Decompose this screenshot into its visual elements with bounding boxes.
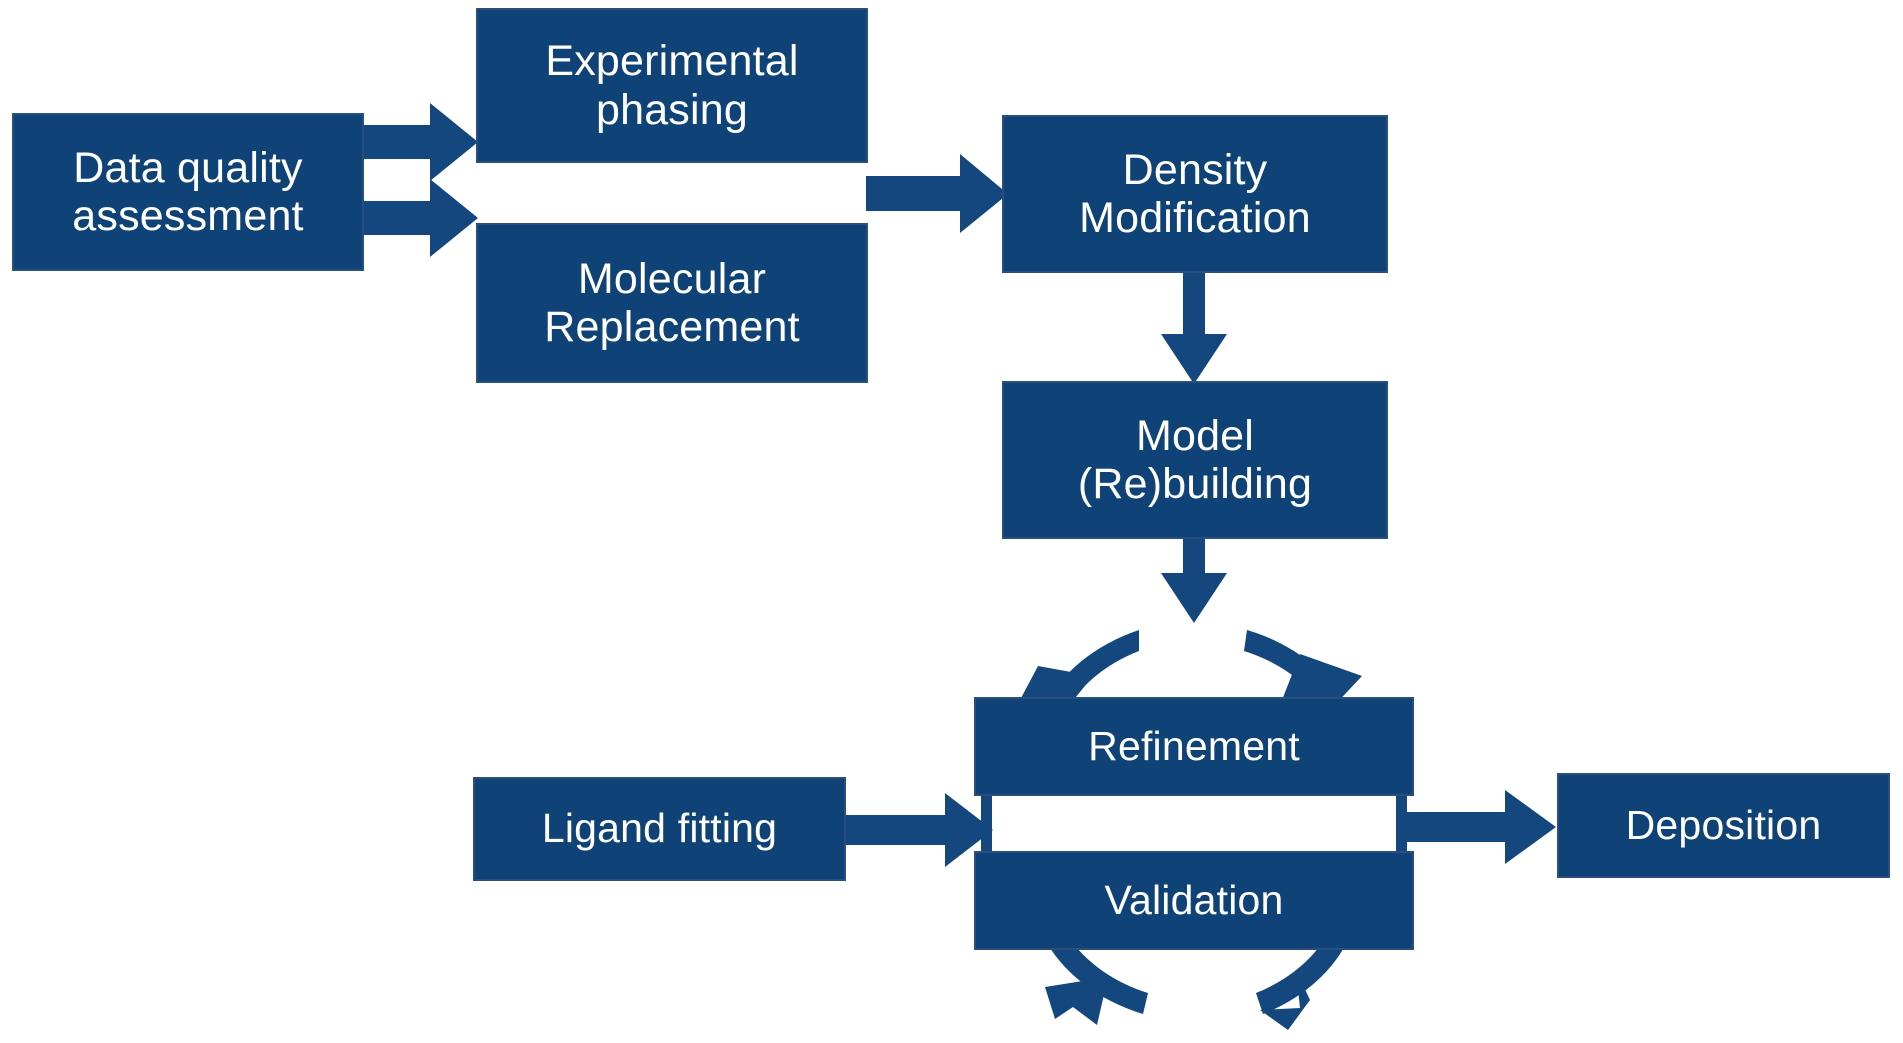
cycle-arrowhead-bottom-right [1260, 970, 1310, 1030]
cycle-ring-left-side [981, 795, 992, 855]
node-ligand-fitting[interactable]: Ligand fitting [473, 777, 846, 881]
node-data-quality-assessment[interactable]: Data quality assessment [12, 113, 364, 271]
node-molecular-replacement[interactable]: Molecular Replacement [476, 223, 868, 383]
node-experimental-phasing[interactable]: Experimental phasing [476, 8, 868, 163]
arrow-ligand-to-refinement [845, 793, 993, 867]
arrow-phasing-to-density [866, 154, 1008, 233]
cycle-arrowhead-bottom-left [1045, 977, 1108, 1025]
node-validation[interactable]: Validation [974, 851, 1414, 950]
node-density-modification[interactable]: Density Modification [1002, 115, 1388, 273]
arrow-model-to-refinement [1161, 538, 1227, 623]
node-refinement[interactable]: Refinement [974, 697, 1414, 796]
cycle-ring-right-side [1396, 795, 1407, 855]
node-model-rebuilding[interactable]: Model (Re)building [1002, 381, 1388, 539]
arrow-validation-to-deposition [1400, 790, 1556, 864]
node-deposition[interactable]: Deposition [1557, 773, 1890, 878]
arrow-density-to-model [1161, 272, 1227, 384]
